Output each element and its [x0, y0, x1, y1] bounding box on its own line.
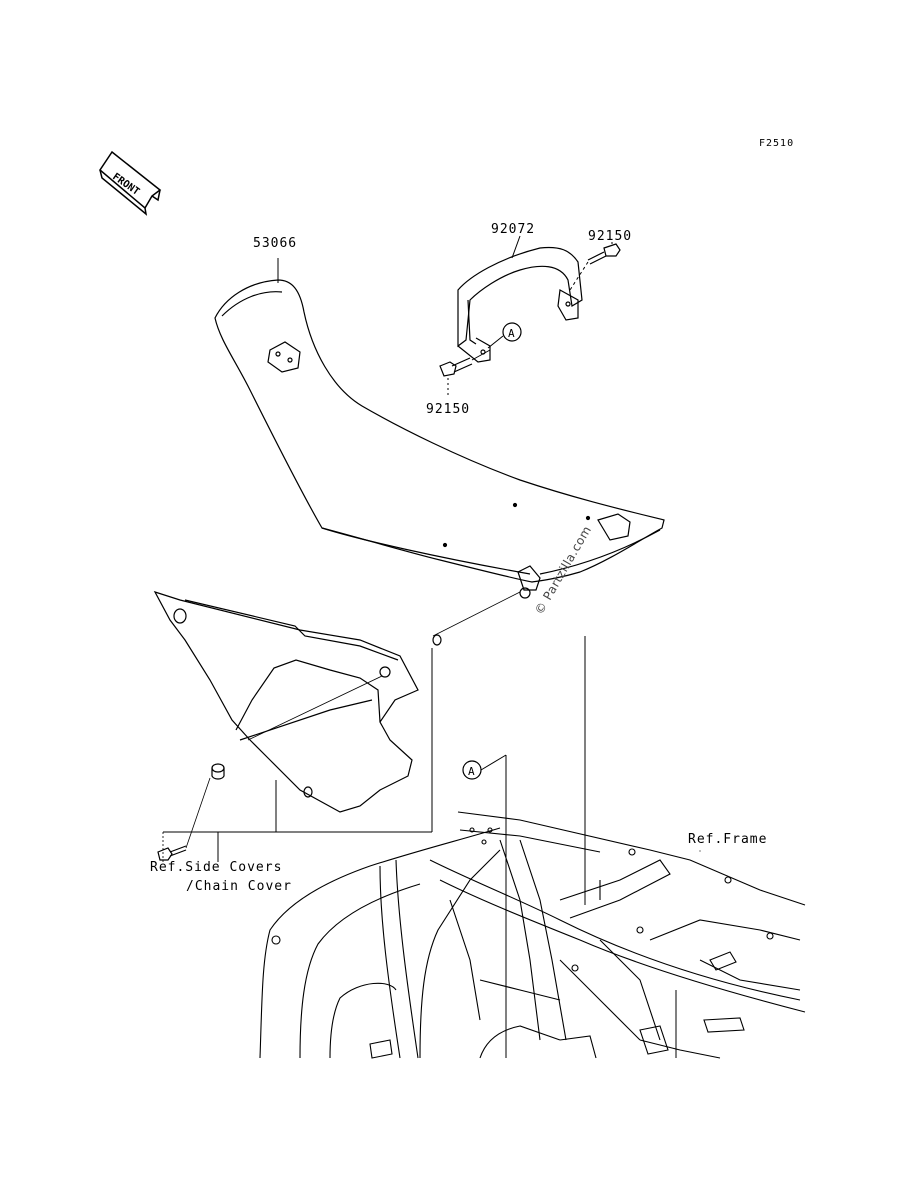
callout-a-lower-label: A — [468, 765, 475, 778]
ref-frame: Ref.Frame — [688, 832, 768, 847]
grommet-drawing — [211, 763, 225, 780]
part-number-bolt-left: 92150 — [426, 402, 471, 417]
seat-drawing — [214, 279, 665, 591]
callout-a-top-label: A — [508, 327, 515, 340]
ref-side-covers-line2: /Chain Cover — [186, 879, 292, 894]
frame-drawing — [259, 811, 806, 1059]
bolt-left-drawing — [439, 357, 473, 377]
part-number-bolt-right: 92150 — [588, 229, 633, 244]
front-arrow-icon: FRONT — [99, 150, 162, 216]
figure-code: F2510 — [759, 138, 795, 149]
grab-bar-drawing — [457, 246, 583, 363]
screw-drawing — [157, 845, 187, 861]
side-cover-drawing — [153, 590, 419, 813]
ref-side-covers-line1: Ref.Side Covers — [150, 860, 283, 875]
bolt-right-drawing — [587, 243, 621, 265]
callout-a-top — [502, 322, 522, 342]
part-number-grab-bar: 92072 — [491, 222, 536, 237]
part-number-seat: 53066 — [253, 236, 298, 251]
